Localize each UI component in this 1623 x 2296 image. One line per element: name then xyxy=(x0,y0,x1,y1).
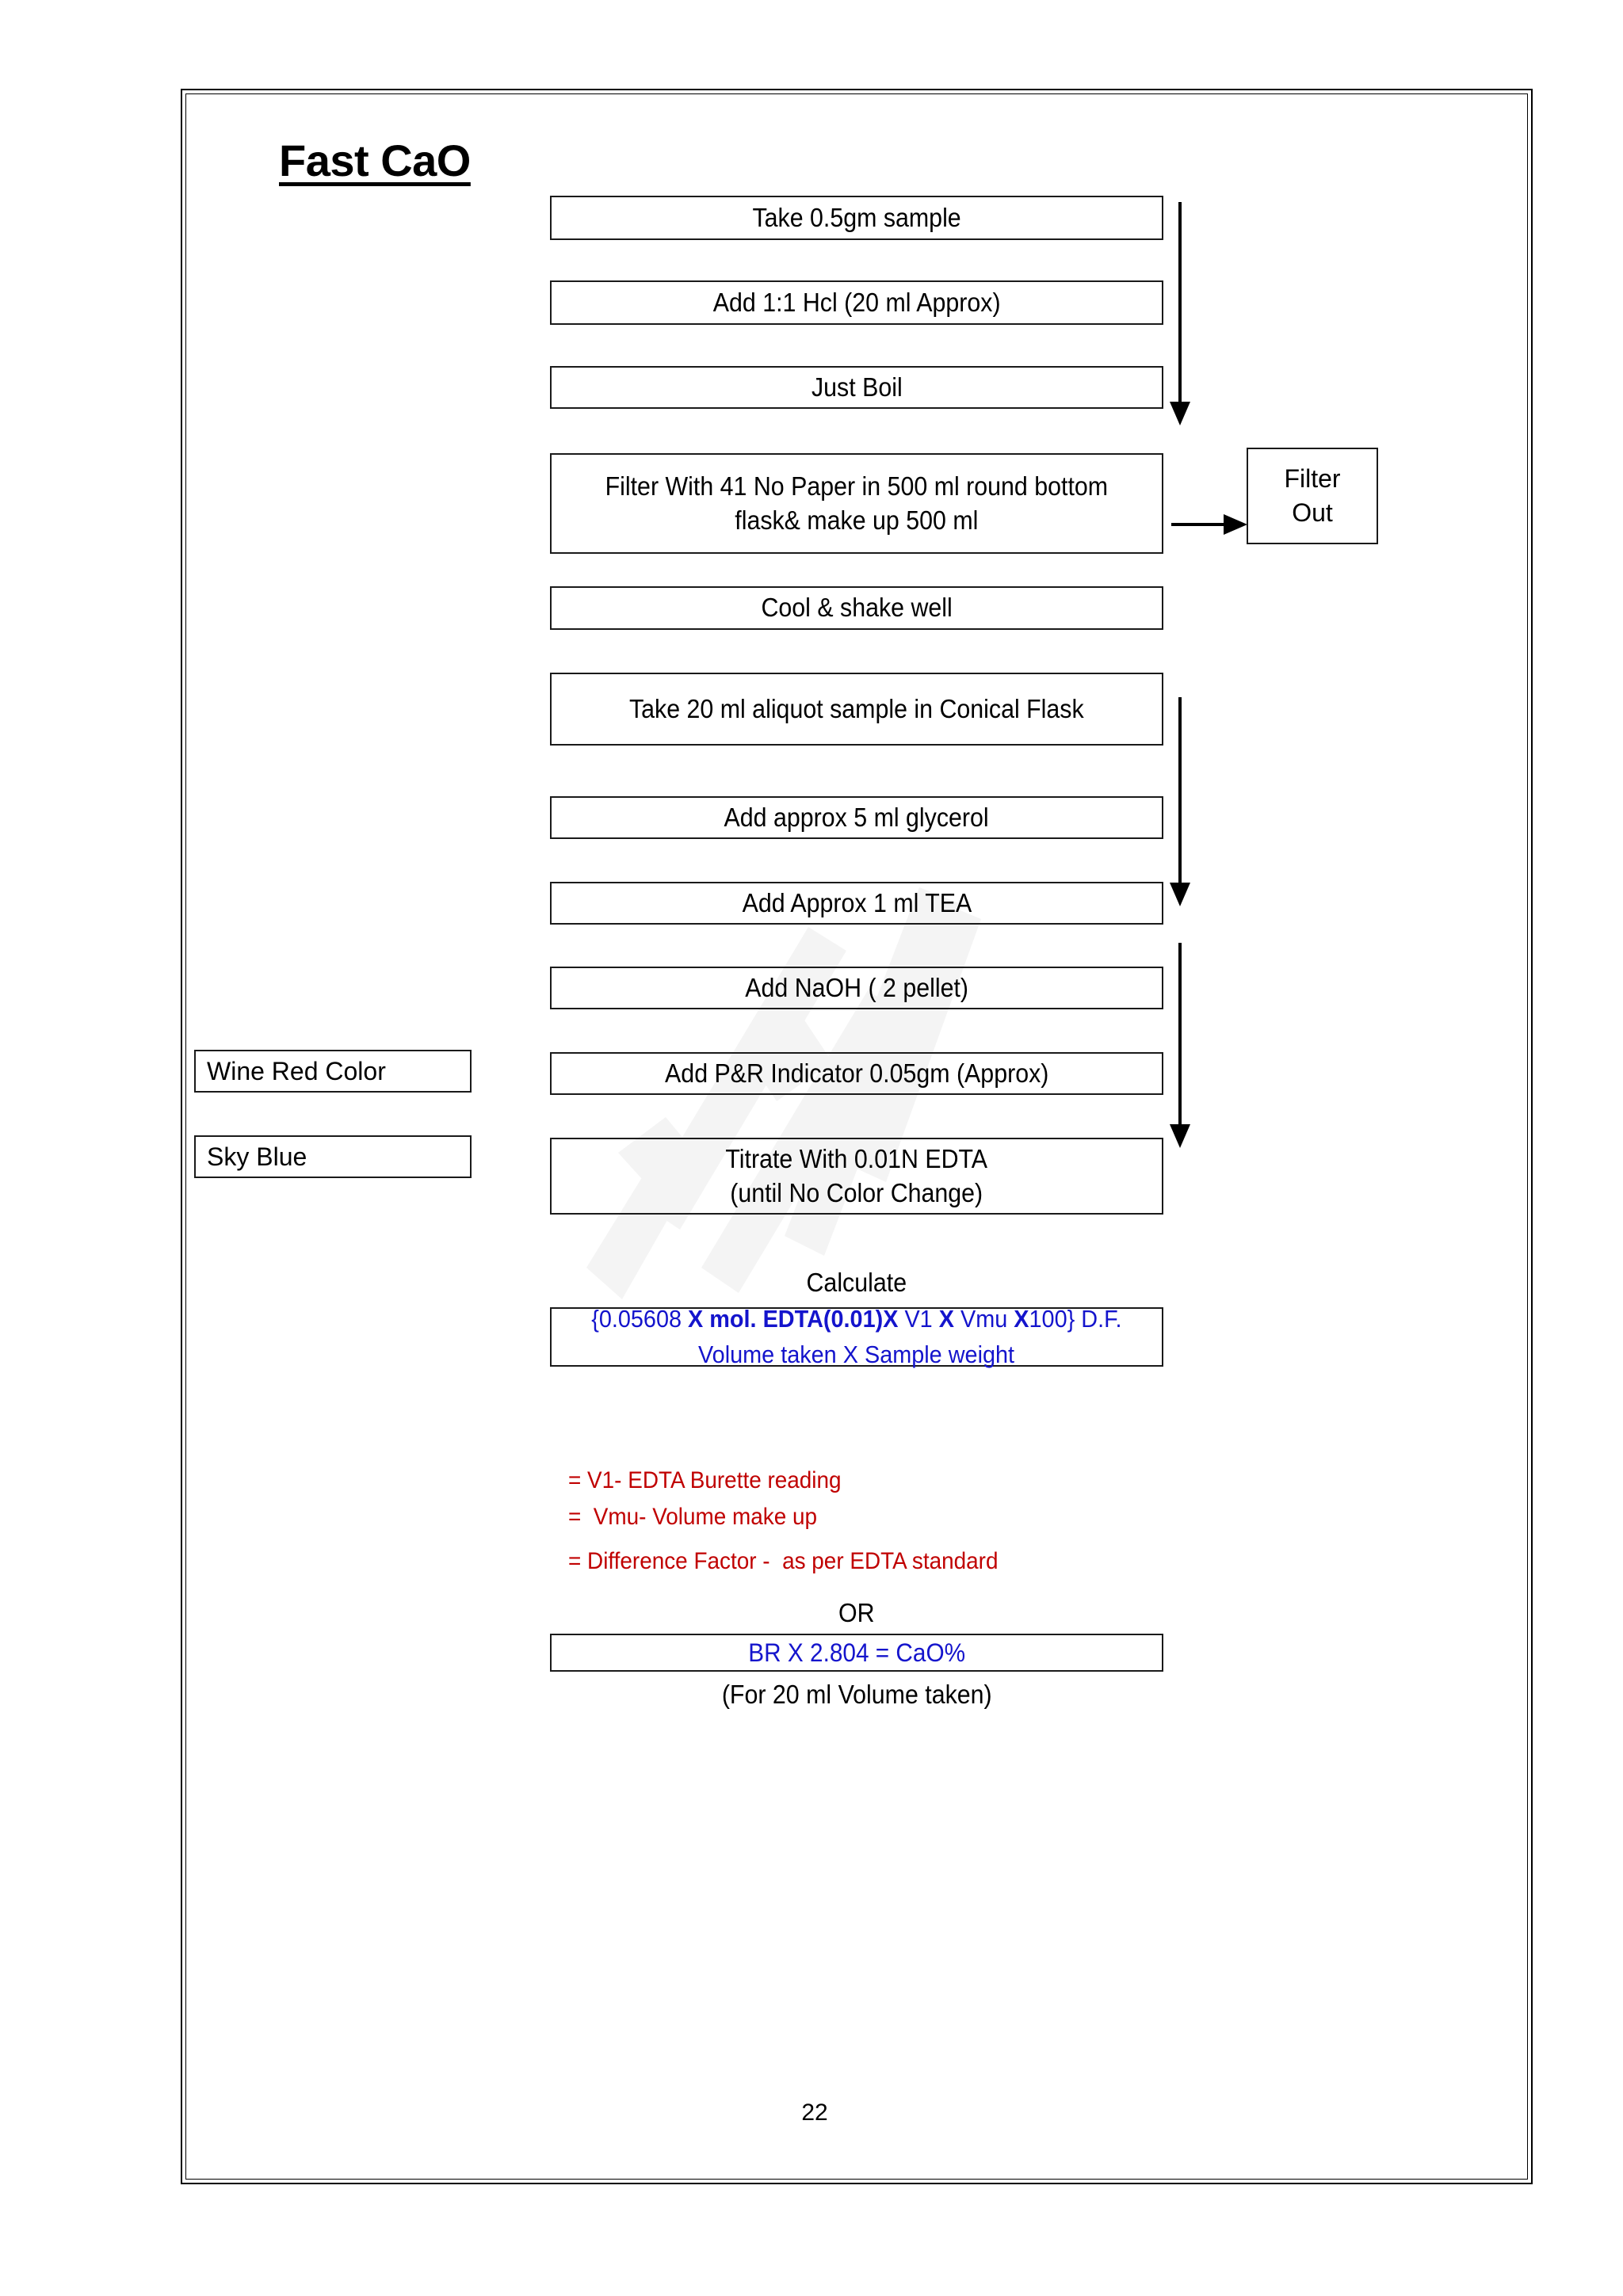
flow-box-filter-out: Filter Out xyxy=(1247,448,1378,544)
page-title: Fast CaO xyxy=(279,135,471,185)
flow-box-just-boil-label: Just Boil xyxy=(811,372,903,402)
label-box-wine-red-color-text: Wine Red Color xyxy=(207,1056,386,1085)
flow-box-add-indicator-label: Add P&R Indicator 0.05gm (Approx) xyxy=(664,1058,1049,1088)
formula-num-part1: {0.05608 xyxy=(591,1304,689,1333)
formula-num-part3: V1 xyxy=(898,1304,939,1333)
flow-box-take-aliquot-label: Take 20 ml aliquot sample in Conical Fla… xyxy=(629,693,1084,723)
label-box-wine-red-color: Wine Red Color xyxy=(194,1050,472,1093)
label-box-sky-blue-text: Sky Blue xyxy=(207,1142,307,1171)
flow-box-titrate-label: Titrate With 0.01N EDTA (until No Color … xyxy=(725,1143,988,1207)
flow-box-add-naoh-label: Add NaOH ( 2 pellet) xyxy=(745,972,968,1002)
formula-num-part6: X xyxy=(1014,1304,1029,1333)
flow-box-take-aliquot: Take 20 ml aliquot sample in Conical Fla… xyxy=(550,673,1163,746)
arrow-right-filter-out xyxy=(1171,514,1247,535)
flow-box-filter: Filter With 41 No Paper in 500 ml round … xyxy=(550,453,1163,554)
flow-box-take-sample-label: Take 0.5gm sample xyxy=(752,202,961,232)
legend-line-2: = Vmu- Volume make up xyxy=(555,1477,835,1531)
legend-line-1-text: = V1- EDTA Burette reading xyxy=(567,1467,842,1493)
formula-num-part2: X mol. EDTA(0.01)X xyxy=(688,1304,899,1333)
legend-line-2-text: = Vmu- Volume make up xyxy=(567,1504,817,1530)
page-border xyxy=(181,89,1533,2184)
alt-formula-note-text: (For 20 ml Volume taken) xyxy=(721,1680,992,1709)
flow-box-add-glycerol-label: Add approx 5 ml glycerol xyxy=(724,802,990,832)
legend-line-1: = V1- EDTA Burette reading xyxy=(555,1440,861,1494)
formula-numerator: {0.05608 X mol. EDTA(0.01)X V1 X Vmu X10… xyxy=(571,1302,1142,1337)
flow-box-cool-shake: Cool & shake well xyxy=(550,586,1163,630)
page-number: 22 xyxy=(801,2100,828,2126)
label-box-sky-blue: Sky Blue xyxy=(194,1135,472,1178)
flow-box-just-boil: Just Boil xyxy=(550,366,1163,409)
formula-box-alt-text: BR X 2.804 = CaO% xyxy=(748,1638,965,1667)
flow-box-add-indicator: Add P&R Indicator 0.05gm (Approx) xyxy=(550,1052,1163,1095)
arrow-down-1 xyxy=(1170,202,1190,425)
formula-box-main: {0.05608 X mol. EDTA(0.01)X V1 X Vmu X10… xyxy=(550,1305,1163,1368)
formula-box-alt: BR X 2.804 = CaO% xyxy=(550,1634,1163,1672)
or-separator: OR xyxy=(550,1598,1163,1628)
formula-denominator-text: Volume taken X Sample weight xyxy=(698,1340,1015,1368)
alt-formula-note: (For 20 ml Volume taken) xyxy=(550,1680,1163,1710)
flow-box-take-sample: Take 0.5gm sample xyxy=(550,196,1163,240)
flow-box-add-tea-label: Add Approx 1 ml TEA xyxy=(742,887,972,917)
arrow-down-2 xyxy=(1170,697,1190,906)
flow-box-add-tea: Add Approx 1 ml TEA xyxy=(550,882,1163,925)
formula-num-part7: 100} D.F. xyxy=(1029,1304,1122,1333)
formula-num-part5: Vmu xyxy=(954,1304,1014,1333)
flow-box-add-hcl-label: Add 1:1 Hcl (20 ml Approx) xyxy=(712,287,1001,317)
flow-box-add-glycerol: Add approx 5 ml glycerol xyxy=(550,796,1163,839)
flow-box-add-naoh: Add NaOH ( 2 pellet) xyxy=(550,967,1163,1009)
formula-denominator: Volume taken X Sample weight xyxy=(686,1337,1026,1373)
legend-line-3-text: = Difference Factor - as per EDTA standa… xyxy=(567,1548,999,1574)
arrow-down-3 xyxy=(1170,943,1190,1148)
flow-box-add-hcl: Add 1:1 Hcl (20 ml Approx) xyxy=(550,280,1163,325)
flow-box-titrate: Titrate With 0.01N EDTA (until No Color … xyxy=(550,1138,1163,1215)
calculate-heading-text: Calculate xyxy=(806,1268,907,1297)
calculate-heading: Calculate xyxy=(550,1268,1163,1298)
flow-box-filter-label: Filter With 41 No Paper in 500 ml round … xyxy=(605,471,1109,535)
flow-box-cool-shake-label: Cool & shake well xyxy=(761,593,953,623)
flow-box-filter-out-label: Filter Out xyxy=(1284,463,1341,527)
formula-num-part4: X xyxy=(938,1304,955,1333)
legend-line-3: = Difference Factor - as per EDTA standa… xyxy=(555,1521,1030,1575)
or-separator-text: OR xyxy=(838,1598,875,1627)
